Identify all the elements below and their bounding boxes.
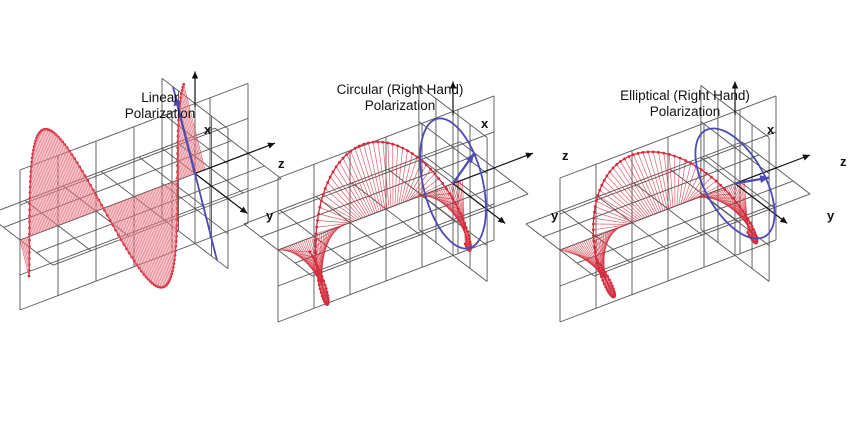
z-axis-label-elliptical: z xyxy=(840,154,847,169)
x-axis-label-linear: x xyxy=(204,122,212,137)
elliptical-title-line1: Elliptical (Right Hand) xyxy=(595,88,775,104)
field-vector xyxy=(399,151,408,204)
field-vector xyxy=(317,220,349,222)
circular-polarization-panel xyxy=(244,82,533,323)
z-axis-label-circular: z xyxy=(562,148,569,163)
y-axis-label-circular: y xyxy=(551,208,559,223)
y-axis-arrow-head xyxy=(240,207,248,214)
y-axis-label-elliptical: y xyxy=(827,208,835,223)
elliptical-polarization-title: Elliptical (Right Hand) Polarization xyxy=(595,88,775,120)
field-vector xyxy=(325,188,359,219)
x-axis-arrow-head xyxy=(192,72,198,79)
linear-title-line1: Linear xyxy=(90,90,230,106)
field-vector xyxy=(462,180,465,244)
field-vector xyxy=(607,176,645,218)
elliptical-title-line2: Polarization xyxy=(595,104,775,120)
y-axis-arrow-head xyxy=(780,217,788,224)
linear-title-line2: Polarization xyxy=(90,106,230,122)
field-vector xyxy=(598,195,637,220)
y-axis-label-linear: y xyxy=(266,208,274,223)
field-vector xyxy=(617,164,651,215)
z-axis-arrow-head xyxy=(267,143,275,149)
grid-line xyxy=(577,181,793,263)
z-axis-arrow-head xyxy=(525,153,533,159)
x-axis-label-elliptical: x xyxy=(767,122,775,137)
z-axis-label-linear: z xyxy=(278,156,285,171)
circular-title-line1: Circular (Right Hand) xyxy=(310,82,490,98)
y-axis-arrow-head xyxy=(498,217,506,224)
field-vector xyxy=(316,228,335,265)
z-axis-arrow-head xyxy=(802,154,810,160)
x-axis-label-circular: x xyxy=(481,116,489,131)
z-axis-arrow xyxy=(453,153,533,183)
linear-polarization-title: Linear Polarization xyxy=(90,90,230,122)
field-vector xyxy=(648,152,665,210)
field-vector xyxy=(395,146,398,206)
circular-polarization-title: Circular (Right Hand) Polarization xyxy=(310,82,490,114)
field-vector xyxy=(625,159,656,214)
grid-line xyxy=(543,155,759,237)
circular-title-line2: Polarization xyxy=(310,98,490,114)
